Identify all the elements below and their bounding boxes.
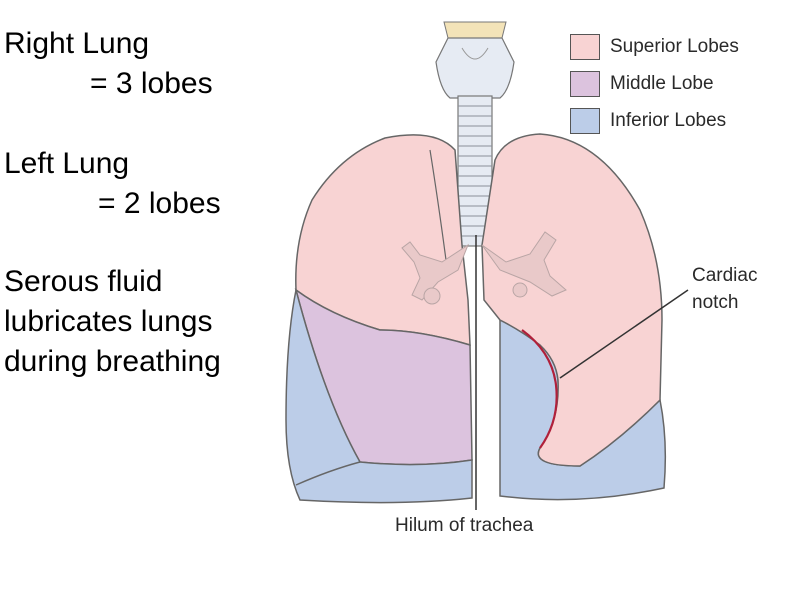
middle-swatch	[570, 70, 600, 97]
right-lung	[285, 134, 473, 504]
larynx	[435, 21, 515, 99]
legend-item-inferior: Inferior Lobes	[570, 102, 739, 139]
notes-panel: Right Lung = 3 lobes Left Lung = 2 lobes…	[4, 24, 274, 382]
right-lung-lobes: = 3 lobes	[90, 67, 213, 100]
serous-line-1: Serous fluid	[4, 265, 163, 298]
cardiac-notch-pointer	[559, 289, 689, 379]
legend-item-superior: Superior Lobes	[570, 28, 739, 65]
left-lung	[481, 133, 667, 501]
serous-line-2: lubricates lungs	[4, 305, 213, 338]
legend: Superior Lobes Middle Lobe Inferior Lobe…	[570, 28, 739, 139]
cardiac-notch-mark	[521, 329, 558, 449]
lung-diagram	[285, 21, 689, 510]
left-lung-title: Left Lung	[4, 147, 130, 180]
serous-note: Serous fluid lubricates lungs during bre…	[4, 262, 274, 382]
bronchi	[401, 231, 567, 305]
legend-label: Middle Lobe	[610, 72, 714, 94]
cardiac-notch-label: Cardiac notch	[692, 262, 757, 316]
left-lung-note: Left Lung = 2 lobes	[4, 144, 274, 224]
legend-label: Superior Lobes	[610, 35, 739, 57]
legend-label: Inferior Lobes	[610, 109, 727, 131]
inferior-swatch	[570, 107, 600, 134]
right-lung-title: Right Lung	[4, 27, 150, 60]
hilum-label: Hilum of trachea	[395, 515, 534, 536]
legend-item-middle: Middle Lobe	[570, 65, 739, 102]
cardiac-notch-line-1: Cardiac	[692, 265, 758, 286]
left-lung-lobes: = 2 lobes	[98, 187, 221, 220]
left-superior-lobe	[481, 133, 663, 467]
right-lung-note: Right Lung = 3 lobes	[4, 24, 274, 104]
right-inferior-lobe	[285, 289, 473, 504]
cardiac-notch-line-2: notch	[692, 292, 739, 313]
superior-swatch	[570, 33, 600, 60]
serous-line-3: during breathing	[4, 345, 221, 378]
